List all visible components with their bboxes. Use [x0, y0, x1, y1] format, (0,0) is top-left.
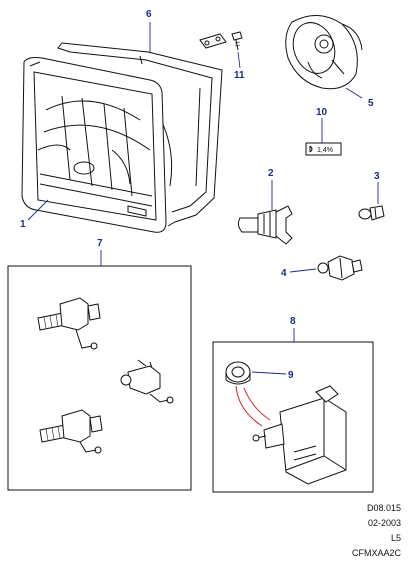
- grommet: [225, 361, 251, 385]
- mounting-bracket-and-screw: [199, 31, 243, 51]
- callout-labels: 6 11 5 10 2 3 1 7 4 8 9 1,4%: [20, 9, 380, 381]
- bulb-holder: [317, 255, 363, 281]
- bulb-marking-label: [305, 142, 342, 156]
- callout-10: 10: [316, 107, 328, 118]
- callout-4: 4: [281, 268, 287, 279]
- callout-11: 11: [234, 70, 245, 81]
- headlamp-adjuster-upper: [37, 297, 101, 350]
- headlamp-lens-unit: [21, 57, 167, 233]
- callout-9: 9: [288, 370, 294, 381]
- leader-lines: [27, 22, 379, 375]
- reference-drawing-id: CFMXAA2C: [351, 548, 401, 558]
- side-light-bulb: [358, 205, 385, 221]
- drawing-reference: D08.015 02-2003 L5 CFMXAA2C: [352, 503, 401, 559]
- levelling-motor: [252, 385, 347, 485]
- bulb-dust-cover: [285, 15, 363, 90]
- levelling-motor-box: [212, 341, 374, 493]
- reference-code: D08.015: [366, 503, 401, 513]
- callout-1: 1: [20, 219, 26, 230]
- callout-3: 3: [374, 171, 380, 182]
- callout-5: 5: [368, 98, 374, 109]
- callout-2: 2: [268, 168, 274, 179]
- callout-8: 8: [290, 316, 296, 327]
- headlamp-adjuster-middle: [120, 359, 174, 404]
- fitting-arrow: [235, 385, 263, 427]
- bulb-marking-text: 1,4%: [317, 147, 333, 154]
- headlamp-adjuster-lower: [39, 409, 103, 454]
- fitting-arrow: [243, 387, 271, 421]
- callout-7: 7: [97, 238, 103, 249]
- reference-level: L5: [390, 533, 401, 543]
- callout-6: 6: [146, 9, 152, 20]
- adjuster-kit-box: [7, 265, 192, 491]
- halogen-headlamp-bulb: [237, 205, 293, 245]
- reference-date: 02-2003: [367, 518, 401, 528]
